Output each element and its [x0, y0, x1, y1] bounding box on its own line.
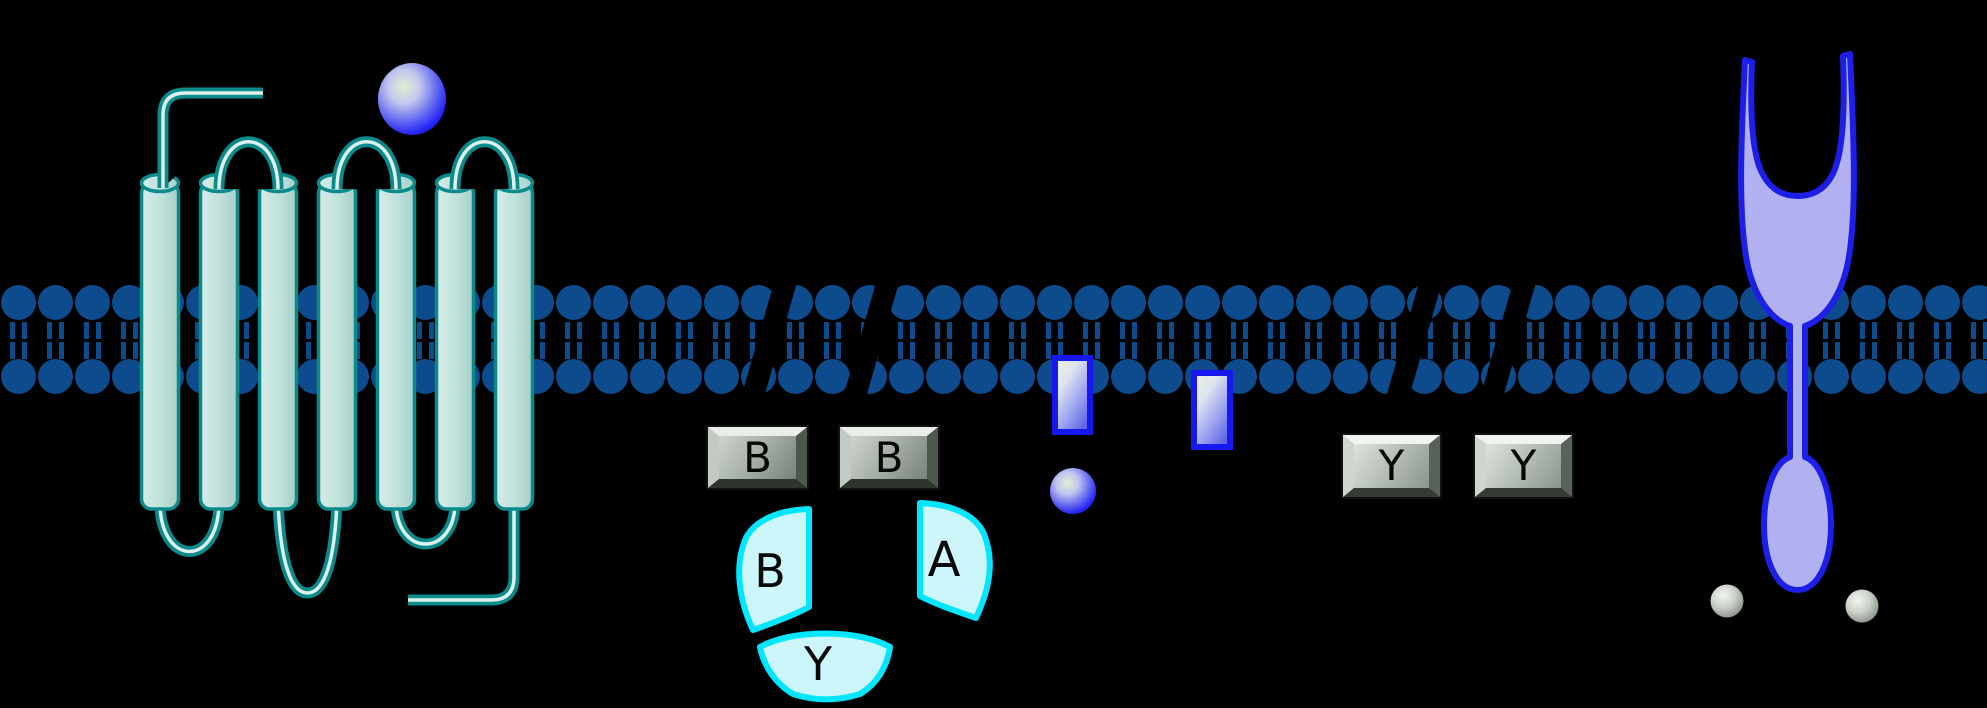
membrane-break	[1384, 269, 1444, 411]
transmembrane-helix	[434, 172, 476, 511]
gray-molecule-sphere-right	[1845, 589, 1879, 623]
beta-subunit-box-2: B	[840, 427, 938, 488]
signal-molecule-sphere	[1050, 468, 1096, 514]
membrane-break	[841, 269, 901, 411]
beta-subunit-box-1: B	[708, 427, 807, 488]
g-beta-label: B	[754, 544, 786, 598]
beta-subunit-box-2-label: B	[874, 432, 904, 482]
membrane-break	[1478, 269, 1538, 411]
g-alpha-subunit	[917, 500, 993, 621]
transmembrane-helix	[257, 172, 299, 511]
g-gamma-subunit	[757, 630, 893, 703]
tyrosine-box-1-label: Y	[1378, 441, 1405, 490]
transmembrane-helix	[316, 172, 358, 511]
membrane-breaks	[739, 269, 1538, 411]
g-protein-trimer: B A Y	[736, 500, 993, 703]
g-alpha-label: A	[928, 532, 961, 588]
membrane-break	[739, 269, 799, 411]
transmembrane-helix	[139, 172, 181, 511]
gpcr-extracellular-loops	[163, 93, 514, 189]
membrane-fragment-1	[1052, 355, 1093, 435]
gray-molecule-sphere-left	[1710, 584, 1744, 618]
transmembrane-helix	[493, 172, 535, 511]
tyrosine-box-1: Y	[1343, 435, 1440, 497]
transmembrane-helices	[139, 172, 535, 511]
tyrosine-box-2: Y	[1475, 435, 1572, 497]
g-beta-subunit	[736, 506, 812, 633]
gpcr-receptor	[139, 93, 535, 600]
tyrosine-box-2-label: Y	[1510, 441, 1537, 490]
membrane-fragment-2	[1191, 370, 1233, 450]
ligand-sphere	[378, 63, 446, 135]
gpcr-intracellular-loops	[160, 502, 514, 600]
transmembrane-helix	[375, 172, 417, 511]
beta-subunit-box-1-label: B	[743, 432, 772, 482]
g-gamma-label: Y	[803, 637, 833, 691]
fork-receptor	[1738, 51, 1857, 593]
transmembrane-helix	[198, 172, 240, 511]
